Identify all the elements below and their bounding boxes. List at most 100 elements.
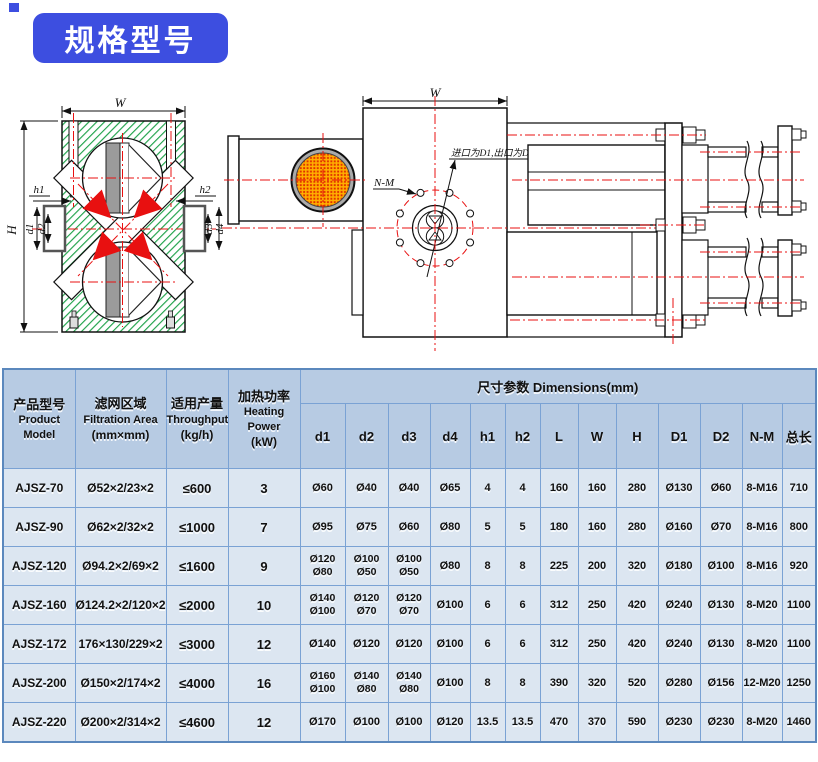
dim-d1: d1 xyxy=(24,224,36,235)
dimension-cell: Ø280 xyxy=(657,663,701,703)
dimension-cell: Ø230 xyxy=(657,702,701,743)
dimension-cell: 180 xyxy=(539,507,579,547)
col-header-power: 加热功率 Heating Power (kW) xyxy=(227,368,301,469)
dim-col-header: d4 xyxy=(429,403,471,469)
dimension-cell: 280 xyxy=(615,507,659,547)
dimension-cell: Ø120 Ø80 xyxy=(299,546,346,586)
dimension-cell: Ø156 xyxy=(699,663,743,703)
dimension-cell: Ø120 xyxy=(387,624,431,664)
dimension-cell: Ø130 xyxy=(657,468,701,508)
port-note: 进口为D1,出口为D2 xyxy=(451,148,534,159)
dim-w-mid: W xyxy=(430,85,442,100)
dim-h2: h2 xyxy=(200,184,212,196)
dimension-cell: Ø160 Ø100 xyxy=(299,663,346,703)
model-cell: AJSZ-172 xyxy=(2,624,76,664)
dimension-cell: 4 xyxy=(504,468,541,508)
dim-col-header: L xyxy=(539,403,579,469)
power-cell: 10 xyxy=(227,585,301,625)
dimension-cell: 8 xyxy=(469,663,506,703)
dimension-cell: 370 xyxy=(577,702,617,743)
dimension-cell: Ø100 Ø50 xyxy=(387,546,431,586)
dimension-cell: Ø140 Ø80 xyxy=(344,663,389,703)
dim-d2: d2 xyxy=(36,223,48,235)
dimension-cell: Ø140 xyxy=(299,624,346,664)
dimension-cell: Ø240 xyxy=(657,624,701,664)
dimension-cell: Ø65 xyxy=(429,468,471,508)
side-assembly-view xyxy=(506,122,807,345)
dimension-cell: 8-M20 xyxy=(741,702,783,743)
dimension-cell: 160 xyxy=(577,507,617,547)
dimension-cell: Ø120 Ø70 xyxy=(344,585,389,625)
col-header-product: 产品型号 Product Model xyxy=(2,368,76,469)
dimension-cell: 320 xyxy=(577,663,617,703)
dimension-cell: Ø80 xyxy=(429,546,471,586)
dimension-cell: Ø70 xyxy=(699,507,743,547)
power-cell: 12 xyxy=(227,702,301,743)
dimension-cell: Ø40 xyxy=(387,468,431,508)
dim-col-header: d2 xyxy=(344,403,389,469)
dimension-cell: Ø60 xyxy=(387,507,431,547)
power-cell: 7 xyxy=(227,507,301,547)
dimension-cell: 13.5 xyxy=(504,702,541,743)
dim-col-header: D2 xyxy=(699,403,743,469)
dimension-cell: Ø140 Ø80 xyxy=(387,663,431,703)
dimension-cell: Ø230 xyxy=(699,702,743,743)
dimension-cell: 520 xyxy=(615,663,659,703)
dim-col-header: 总长 xyxy=(781,403,817,469)
dim-h1: h1 xyxy=(34,184,45,196)
dimension-cell: 420 xyxy=(615,585,659,625)
bolt-holes xyxy=(395,188,475,268)
dim-col-header: H xyxy=(615,403,659,469)
dimension-cell: Ø160 xyxy=(657,507,701,547)
dimension-cell: 8-M20 xyxy=(741,624,783,664)
dim-col-header: D1 xyxy=(657,403,701,469)
dimension-cell: 1100 xyxy=(781,585,817,625)
dimension-cell: 470 xyxy=(539,702,579,743)
dimension-cell: Ø240 xyxy=(657,585,701,625)
model-cell: AJSZ-200 xyxy=(2,663,76,703)
model-cell: AJSZ-70 xyxy=(2,468,76,508)
dimension-cell: Ø80 xyxy=(429,507,471,547)
throughput-cell: ≤4000 xyxy=(165,663,229,703)
dim-col-header: W xyxy=(577,403,617,469)
dimension-cell: Ø60 xyxy=(299,468,346,508)
dimension-cell: Ø100 Ø50 xyxy=(344,546,389,586)
power-cell: 9 xyxy=(227,546,301,586)
throughput-cell: ≤1000 xyxy=(165,507,229,547)
dim-h-left: H xyxy=(4,225,19,236)
filtration-area-cell: Ø62×2/32×2 xyxy=(74,507,167,547)
dimension-cell: Ø75 xyxy=(344,507,389,547)
throughput-cell: ≤4600 xyxy=(165,702,229,743)
dimension-cell: 6 xyxy=(469,624,506,664)
power-cell: 3 xyxy=(227,468,301,508)
front-section-view: W N-M 进口为D1,出口为D2 xyxy=(222,85,690,351)
dimension-cell: 5 xyxy=(469,507,506,547)
dimension-cell: 312 xyxy=(539,585,579,625)
filtration-area-cell: Ø150×2/174×2 xyxy=(74,663,167,703)
dimension-cell: 1460 xyxy=(781,702,817,743)
dimension-cell: 8-M20 xyxy=(741,585,783,625)
filtration-area-cell: Ø200×2/314×2 xyxy=(74,702,167,743)
dimension-cell: 200 xyxy=(577,546,617,586)
dimension-cell: 6 xyxy=(504,624,541,664)
dimension-cell: Ø120 xyxy=(344,624,389,664)
filtration-area-cell: 176×130/229×2 xyxy=(74,624,167,664)
spec-table: 产品型号 Product Model 滤网区域 Filtration Area … xyxy=(2,368,818,743)
throughput-cell: ≤3000 xyxy=(165,624,229,664)
dimension-cell: 8 xyxy=(504,546,541,586)
dimension-cell: 6 xyxy=(504,585,541,625)
dimension-cell: Ø130 xyxy=(699,624,743,664)
dimension-cell: 590 xyxy=(615,702,659,743)
dimension-cell: 8 xyxy=(504,663,541,703)
dimension-cell: Ø100 xyxy=(699,546,743,586)
dim-col-header: h2 xyxy=(504,403,541,469)
dimension-cell: 5 xyxy=(504,507,541,547)
dim-n-m: N-M xyxy=(373,177,395,189)
